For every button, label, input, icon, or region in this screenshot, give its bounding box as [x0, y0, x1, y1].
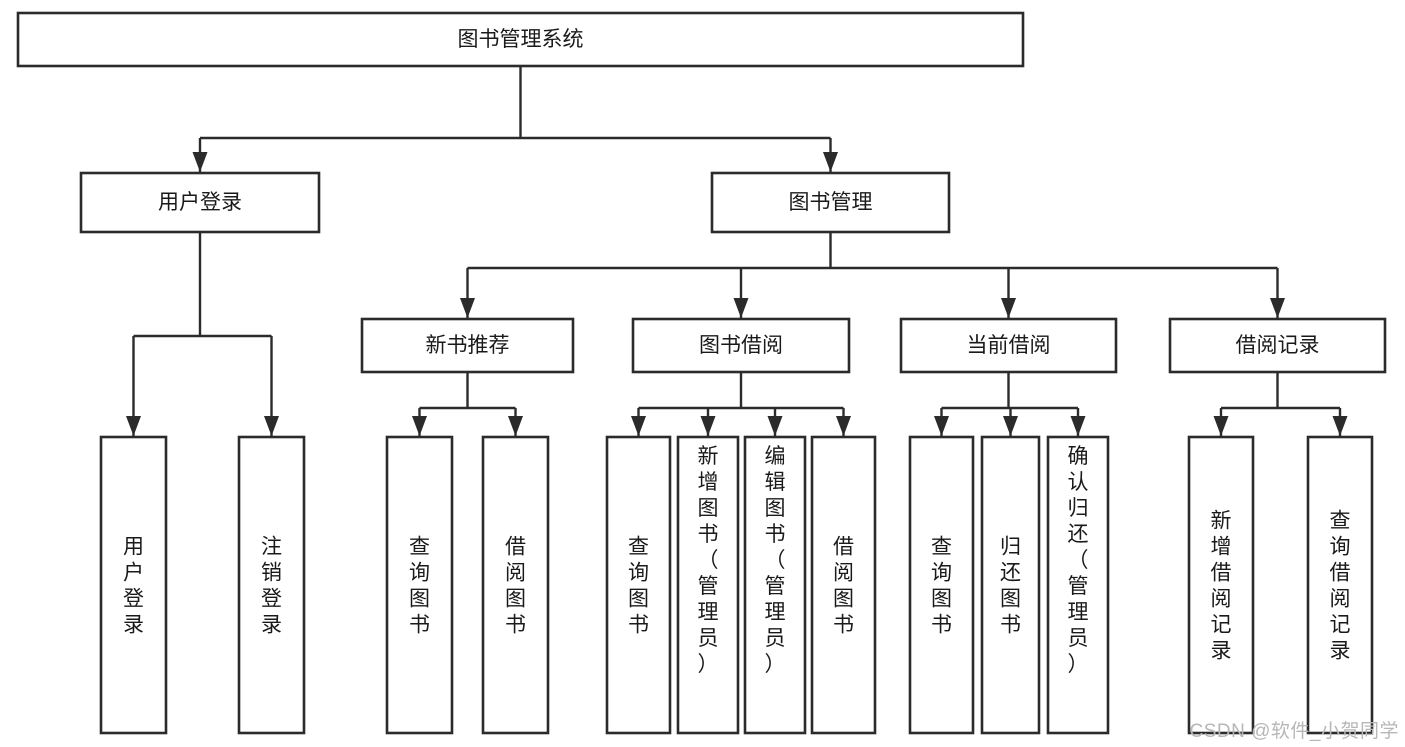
node-level3-0[interactable]: 新书推荐 [360, 317, 575, 374]
edge-group-root [192, 66, 838, 172]
arrow-head-icon [823, 152, 838, 172]
arrow-head-icon [264, 416, 279, 436]
node-leaf-10[interactable]: 确认归还（管理员） [1046, 435, 1110, 735]
node-root-0[interactable]: 图书管理系统 [16, 11, 1025, 68]
node-box-注销登录[interactable] [237, 435, 306, 735]
node-leaf-11[interactable]: 新增借阅记录 [1187, 435, 1255, 735]
node-label-用户登录: 用户登录 [158, 191, 242, 214]
arrow-head-icon [767, 416, 783, 436]
node-label-图书借阅: 图书借阅 [699, 334, 783, 357]
node-leaf-1[interactable]: 注销登录 [237, 435, 306, 735]
edge-group-user-login [126, 232, 279, 436]
node-label-查询图书: 查询图书 [409, 535, 430, 636]
node-box-借阅图书[interactable] [810, 435, 877, 735]
edge-group-l3-2 [934, 372, 1086, 436]
node-label-图书管理系统: 图书管理系统 [458, 28, 584, 51]
node-label-用户登录: 用户登录 [123, 535, 144, 636]
node-label-借阅图书: 借阅图书 [833, 535, 854, 636]
node-box-查询图书[interactable] [908, 435, 975, 735]
node-leaf-7[interactable]: 借阅图书 [810, 435, 877, 735]
node-leaf-9[interactable]: 归还图书 [980, 435, 1041, 735]
arrow-head-icon [1070, 416, 1086, 436]
node-box-查询借阅记录[interactable] [1306, 435, 1374, 735]
node-level2-0[interactable]: 用户登录 [79, 171, 321, 234]
node-box-借阅记录[interactable] [1168, 317, 1387, 374]
node-box-借阅图书[interactable] [481, 435, 550, 735]
node-leaf-0[interactable]: 用户登录 [99, 435, 168, 735]
node-label-归还图书: 归还图书 [1000, 535, 1021, 636]
arrow-head-icon [1270, 298, 1285, 318]
node-label-查询图书: 查询图书 [628, 535, 649, 636]
node-leaf-2[interactable]: 查询图书 [385, 435, 454, 735]
node-box-归还图书[interactable] [980, 435, 1041, 735]
arrow-head-icon [700, 416, 716, 436]
arrow-head-icon [460, 298, 475, 318]
node-level3-3[interactable]: 借阅记录 [1168, 317, 1387, 374]
edge-group-l3-1 [631, 372, 851, 436]
node-leaf-6[interactable]: 编辑图书（管理员） [743, 435, 807, 735]
nodes-layer: 图书管理系统用户登录图书管理新书推荐图书借阅当前借阅借阅记录用户登录注销登录查询… [16, 11, 1387, 735]
node-box-用户登录[interactable] [99, 435, 168, 735]
node-label-图书管理: 图书管理 [789, 191, 873, 214]
arrow-head-icon [1003, 416, 1018, 436]
arrow-head-icon [1001, 298, 1016, 318]
node-leaf-4[interactable]: 查询图书 [605, 435, 672, 735]
arrow-head-icon [631, 416, 646, 436]
node-box-新书推荐[interactable] [360, 317, 575, 374]
arrow-head-icon [1332, 416, 1348, 436]
connectors-layer [126, 66, 1348, 436]
node-box-编辑图书管理员[interactable] [743, 435, 807, 735]
node-level3-2[interactable]: 当前借阅 [899, 317, 1118, 374]
node-level2-1[interactable]: 图书管理 [710, 171, 951, 234]
node-box-查询图书[interactable] [385, 435, 454, 735]
arrow-head-icon [934, 416, 949, 436]
arrow-head-icon [192, 152, 208, 172]
edge-group-book-management [460, 232, 1285, 318]
arrow-head-icon [836, 416, 851, 436]
node-box-图书管理[interactable] [710, 171, 951, 234]
node-label-编辑图书管理员: 编辑图书（管理员） [765, 445, 786, 676]
node-box-图书管理系统[interactable] [16, 11, 1025, 68]
node-label-借阅记录: 借阅记录 [1236, 334, 1320, 357]
arrow-head-icon [126, 416, 141, 436]
node-box-用户登录[interactable] [79, 171, 321, 234]
node-leaf-8[interactable]: 查询图书 [908, 435, 975, 735]
arrow-head-icon [1213, 416, 1229, 436]
node-box-新增借阅记录[interactable] [1187, 435, 1255, 735]
node-leaf-5[interactable]: 新增图书（管理员） [676, 435, 740, 735]
node-leaf-3[interactable]: 借阅图书 [481, 435, 550, 735]
arrow-head-icon [733, 298, 749, 318]
node-label-新书推荐: 新书推荐 [426, 334, 510, 357]
node-label-注销登录: 注销登录 [261, 535, 282, 636]
node-label-查询借阅记录: 查询借阅记录 [1330, 509, 1351, 662]
arrow-head-icon [508, 416, 523, 436]
edge-group-l3-3 [1213, 372, 1348, 436]
node-label-借阅图书: 借阅图书 [505, 535, 526, 636]
node-label-新增借阅记录: 新增借阅记录 [1211, 509, 1232, 662]
node-box-图书借阅[interactable] [631, 317, 851, 374]
node-leaf-12[interactable]: 查询借阅记录 [1306, 435, 1374, 735]
node-box-查询图书[interactable] [605, 435, 672, 735]
node-box-当前借阅[interactable] [899, 317, 1118, 374]
node-label-当前借阅: 当前借阅 [967, 334, 1051, 357]
edge-group-l3-0 [412, 372, 523, 436]
node-level3-1[interactable]: 图书借阅 [631, 317, 851, 374]
node-label-查询图书: 查询图书 [931, 535, 952, 636]
node-label-新增图书管理员: 新增图书（管理员） [698, 445, 719, 676]
arrow-head-icon [412, 416, 427, 436]
node-box-新增图书管理员[interactable] [676, 435, 740, 735]
node-label-确认归还管理员: 确认归还（管理员） [1068, 445, 1089, 676]
node-box-确认归还管理员[interactable] [1046, 435, 1110, 735]
